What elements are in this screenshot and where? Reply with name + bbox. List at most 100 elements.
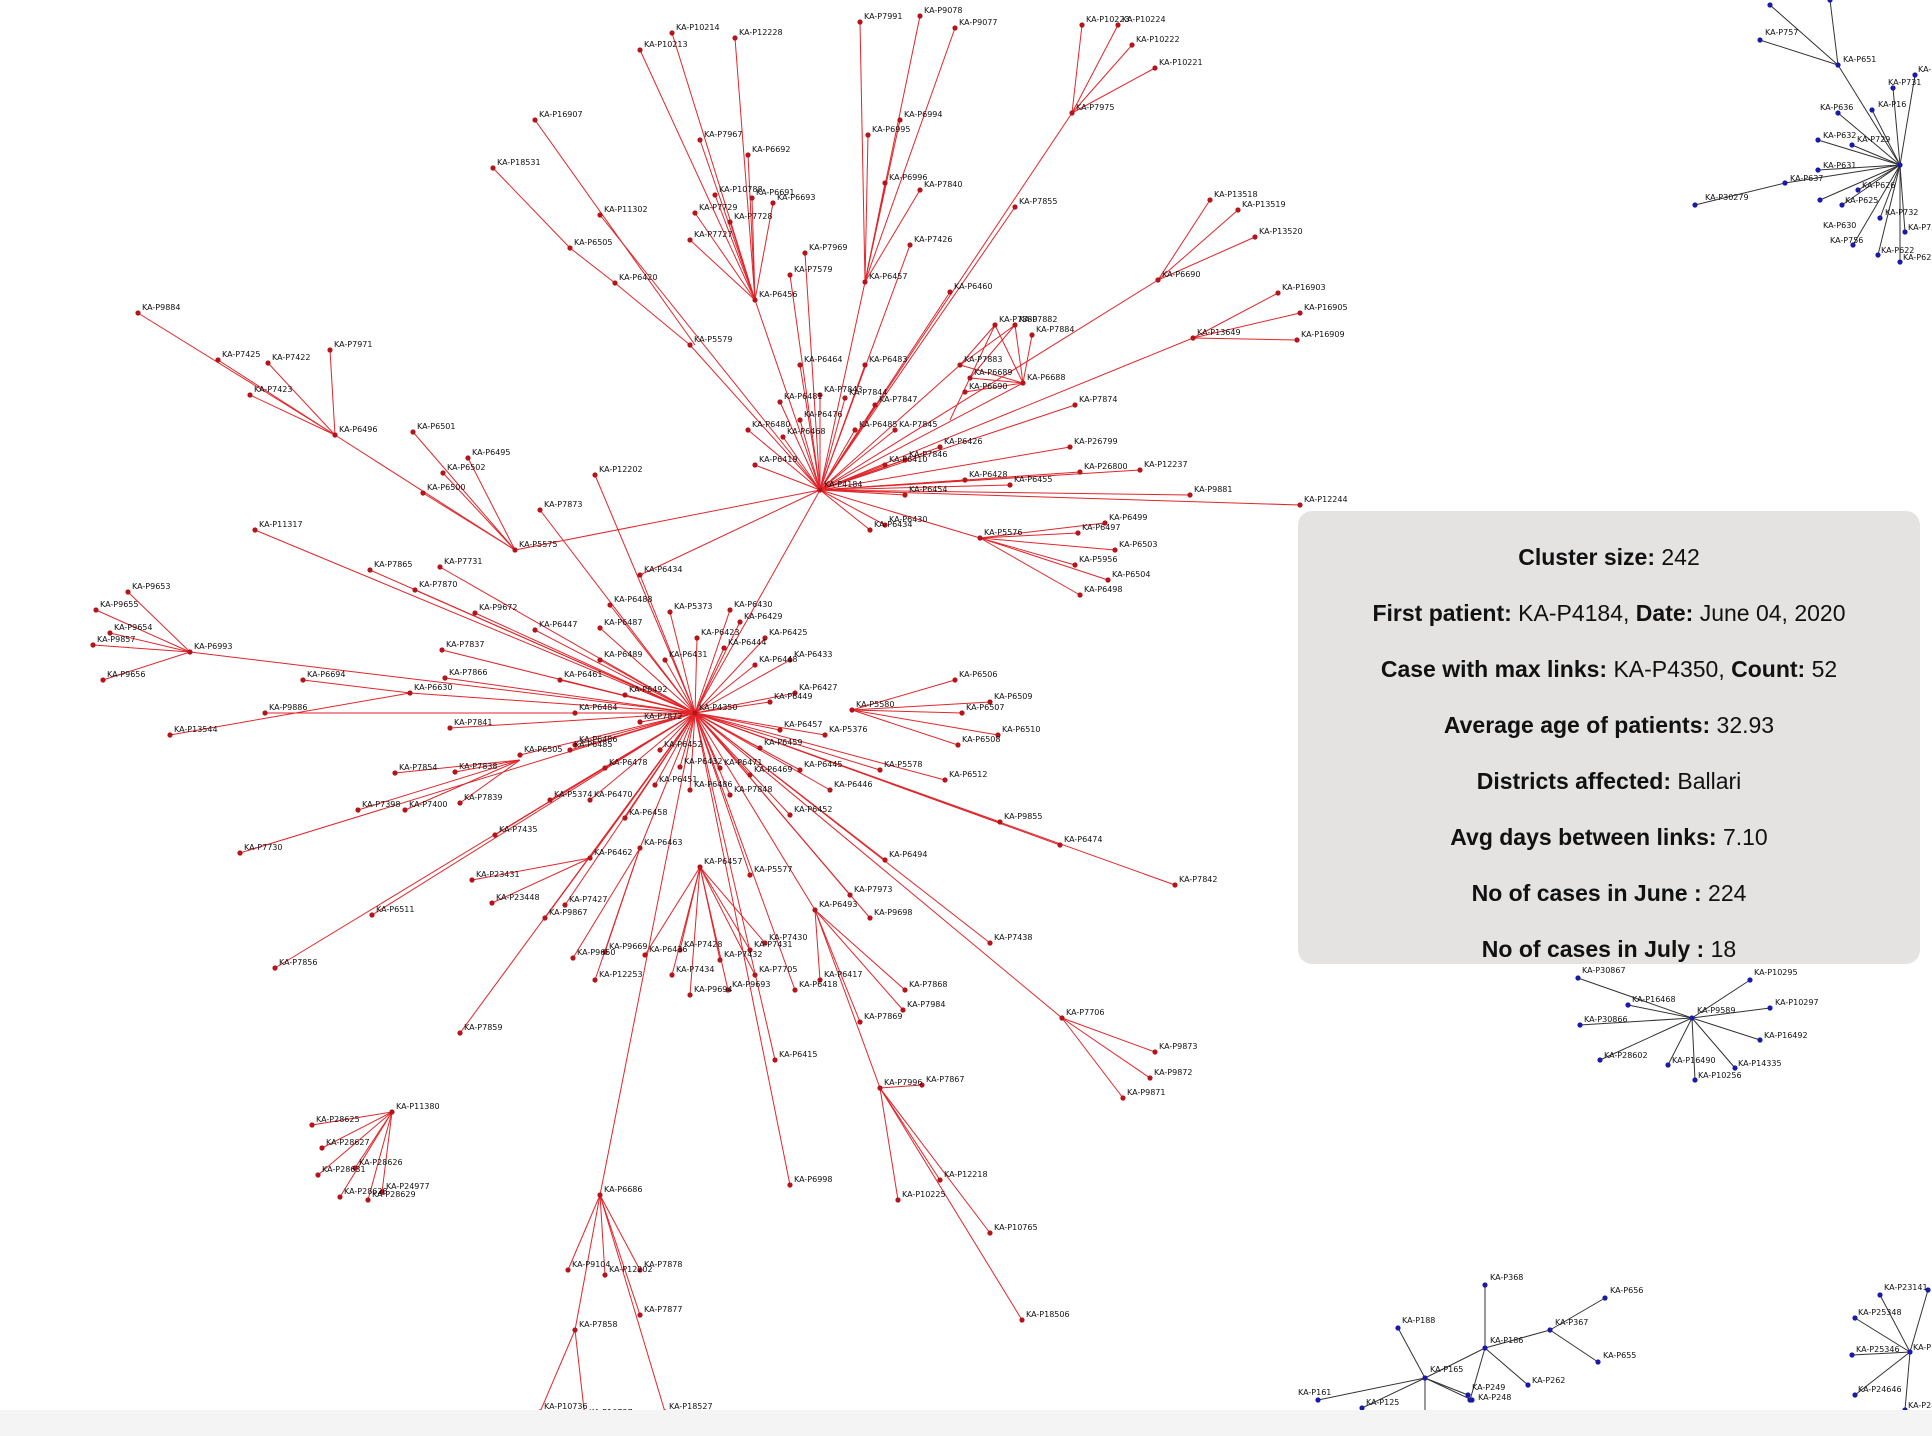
patient-node[interactable] [532,117,538,123]
patient-node[interactable] [942,777,948,783]
patient-node[interactable] [1757,1037,1763,1043]
patient-node[interactable] [607,602,613,608]
patient-node[interactable] [537,507,543,513]
patient-node[interactable] [852,427,858,433]
patient-node[interactable] [882,857,888,863]
patient-node[interactable] [717,957,723,963]
patient-node[interactable] [352,1165,358,1171]
patient-node[interactable] [452,769,458,775]
patient-node[interactable] [725,987,731,993]
patient-node[interactable] [777,399,783,405]
patient-node[interactable] [125,589,131,595]
patient-node[interactable] [642,952,648,958]
patient-node[interactable] [862,362,868,368]
patient-node[interactable] [692,210,698,216]
patient-node[interactable] [1855,187,1861,193]
patient-node[interactable] [1059,1015,1065,1021]
patient-node[interactable] [532,627,538,633]
patient-node[interactable] [792,987,798,993]
patient-node[interactable] [1692,1077,1698,1083]
patient-node[interactable] [842,395,848,401]
patient-node[interactable] [737,619,743,625]
patient-node[interactable] [877,767,883,773]
patient-node[interactable] [1747,977,1753,983]
patient-node[interactable] [1297,502,1303,508]
patient-node[interactable] [1019,1317,1025,1323]
patient-node[interactable] [955,742,961,748]
patient-node[interactable] [1839,202,1845,208]
patient-node[interactable] [570,955,576,961]
patient-node[interactable] [597,657,603,663]
patient-node[interactable] [777,727,783,733]
patient-node[interactable] [355,807,361,813]
patient-node[interactable] [442,675,448,681]
patient-node[interactable] [592,977,598,983]
patient-node[interactable] [587,855,593,861]
patient-node[interactable] [565,1267,571,1273]
patient-node[interactable] [1547,1327,1553,1333]
patient-node[interactable] [727,607,733,613]
patient-node[interactable] [1072,402,1078,408]
patient-node[interactable] [402,807,408,813]
patient-node[interactable] [602,1272,608,1278]
patient-node[interactable] [562,902,568,908]
patient-node[interactable] [1897,259,1903,265]
patient-node[interactable] [1869,107,1875,113]
patient-node[interactable] [420,490,426,496]
patient-node[interactable] [1147,1075,1153,1081]
patient-node[interactable] [457,1030,463,1036]
patient-node[interactable] [1057,842,1063,848]
patient-node[interactable] [1875,252,1881,258]
patient-node[interactable] [877,1085,883,1091]
patient-node[interactable] [1902,229,1908,235]
patient-node[interactable] [802,250,808,256]
patient-node[interactable] [637,845,643,851]
patient-node[interactable] [721,645,727,651]
patient-node[interactable] [747,947,753,953]
patient-node[interactable] [439,647,445,653]
patient-node[interactable] [997,819,1003,825]
patient-node[interactable] [995,732,1001,738]
patient-node[interactable] [917,187,923,193]
patient-node[interactable] [752,297,758,303]
patient-node[interactable] [882,522,888,528]
patient-node[interactable] [1577,1022,1583,1028]
patient-node[interactable] [1067,444,1073,450]
patient-node[interactable] [1152,1049,1158,1055]
patient-node[interactable] [1602,1295,1608,1301]
patient-node[interactable] [862,279,868,285]
patient-node[interactable] [770,200,776,206]
patient-node[interactable] [952,677,958,683]
patient-node[interactable] [1692,202,1698,208]
patient-node[interactable] [1827,0,1833,3]
patient-node[interactable] [447,725,453,731]
patient-node[interactable] [490,165,496,171]
patient-node[interactable] [567,747,573,753]
patient-node[interactable] [1129,42,1135,48]
patient-node[interactable] [637,719,643,725]
patient-node[interactable] [1850,242,1856,248]
patient-node[interactable] [817,487,823,493]
patient-node[interactable] [987,699,993,705]
patient-node[interactable] [602,765,608,771]
patient-node[interactable] [337,1194,343,1200]
patient-node[interactable] [1007,482,1013,488]
patient-node[interactable] [512,547,518,553]
patient-node[interactable] [252,527,258,533]
patient-node[interactable] [1069,110,1075,116]
patient-node[interactable] [1294,337,1300,343]
patient-node[interactable] [919,1082,925,1088]
patient-node[interactable] [817,392,823,398]
patient-node[interactable] [947,289,953,295]
patient-node[interactable] [1665,1062,1671,1068]
patient-node[interactable] [319,1145,325,1151]
patient-node[interactable] [787,812,793,818]
patient-node[interactable] [135,310,141,316]
patient-node[interactable] [1252,234,1258,240]
patient-node[interactable] [1077,592,1083,598]
patient-node[interactable] [797,362,803,368]
patient-node[interactable] [597,212,603,218]
patient-node[interactable] [1137,467,1143,473]
patient-node[interactable] [369,912,375,918]
patient-node[interactable] [1595,1359,1601,1365]
